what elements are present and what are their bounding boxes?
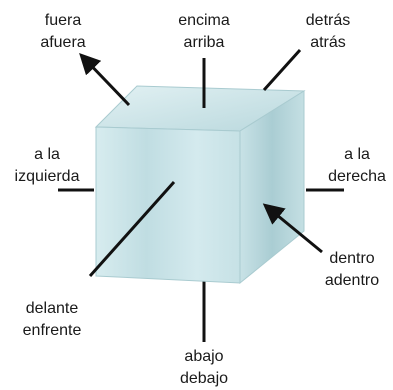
label-back-line2: atrás <box>310 34 346 51</box>
label-in-line2: adentro <box>324 272 380 289</box>
back-line <box>262 48 302 92</box>
label-up-line2: arriba <box>183 34 225 51</box>
label-out-line1: fuera <box>44 12 82 29</box>
cube-front-face <box>95 126 241 284</box>
in-arrow <box>262 203 323 254</box>
label-in-line1: dentro <box>329 250 375 267</box>
label-front-line2: enfrente <box>22 322 82 339</box>
label-in: dentro adentro <box>316 248 388 292</box>
label-right-line2: derecha <box>328 168 386 185</box>
label-back: detrás atrás <box>295 10 361 54</box>
label-out: fuera afuera <box>30 10 96 54</box>
label-left-line2: izquierda <box>14 168 80 185</box>
label-front: delante enfrente <box>14 298 90 342</box>
out-arrow <box>79 52 131 107</box>
label-out-line2: afuera <box>40 34 86 51</box>
label-right: a la derecha <box>322 144 392 188</box>
label-front-line1: delante <box>25 300 79 317</box>
label-down: abajo debajo <box>170 346 238 390</box>
label-up-line1: encima <box>178 12 230 29</box>
label-left-line1: a la <box>34 146 60 163</box>
label-down-line2: debajo <box>179 370 229 387</box>
label-back-line1: detrás <box>305 12 351 29</box>
label-left: a la izquierda <box>4 144 90 188</box>
front-line <box>88 181 176 277</box>
label-right-line1: a la <box>344 146 370 163</box>
label-down-line1: abajo <box>184 348 224 365</box>
label-up: encima arriba <box>168 10 240 54</box>
